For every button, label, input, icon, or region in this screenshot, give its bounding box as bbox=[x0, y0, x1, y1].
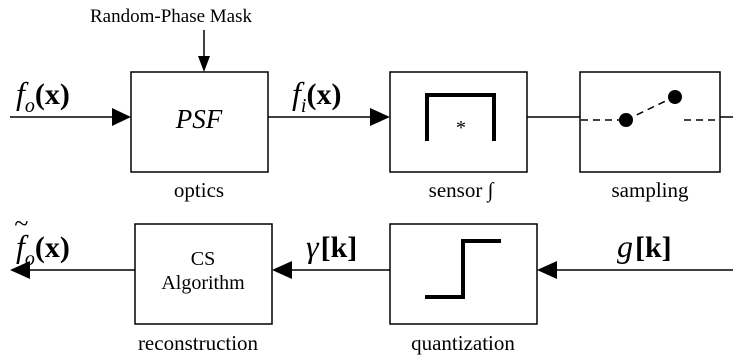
switch-arm bbox=[625, 96, 675, 121]
signal-output: fo(x) bbox=[16, 228, 70, 270]
reconstruction-block bbox=[134, 223, 273, 325]
cs-label: CS bbox=[191, 248, 215, 270]
optics-block bbox=[130, 71, 269, 173]
sensor-caption: sensor ∫ bbox=[429, 178, 495, 203]
algorithm-label: Algorithm bbox=[161, 272, 245, 294]
signal-gamma: γ[k] bbox=[306, 228, 357, 264]
sampling-caption: sampling bbox=[612, 178, 689, 202]
signal-input: fo(x) bbox=[16, 75, 70, 117]
quantizer-step-icon bbox=[425, 239, 501, 299]
quantization-caption: quantization bbox=[411, 331, 515, 355]
optics-caption: optics bbox=[174, 178, 224, 202]
switch-node-left bbox=[619, 113, 633, 127]
signal-image: fi(x) bbox=[292, 75, 341, 117]
mask-label: Random-Phase Mask bbox=[90, 6, 253, 27]
image-arrow-head bbox=[370, 108, 390, 126]
sampling-block bbox=[579, 71, 721, 173]
psf-label: PSF bbox=[175, 104, 223, 134]
signal-g: g[k] bbox=[617, 228, 672, 264]
mask-arrow-head bbox=[198, 56, 210, 72]
reconstruction-caption: reconstruction bbox=[138, 331, 259, 355]
input-arrow-head bbox=[112, 108, 131, 126]
sensor-block bbox=[389, 71, 528, 173]
output-tilde: ~ bbox=[14, 209, 28, 238]
integration-window-icon bbox=[425, 93, 496, 141]
output-arrow-head bbox=[10, 261, 30, 279]
switch-node-right bbox=[668, 90, 682, 104]
convolution-symbol: * bbox=[456, 117, 466, 139]
g-arrow-head bbox=[537, 261, 557, 279]
gamma-arrow-head bbox=[272, 261, 292, 279]
